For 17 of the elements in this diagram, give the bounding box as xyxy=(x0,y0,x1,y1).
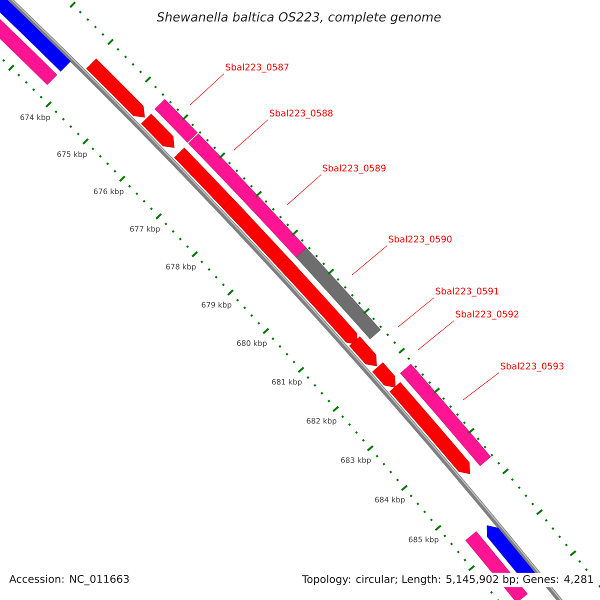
leader-line xyxy=(190,73,224,106)
gene-label: Sbal223_0593 xyxy=(500,362,564,372)
gene-label: Sbal223_0590 xyxy=(388,236,452,244)
gene-label: Sbal223_0592 xyxy=(456,310,518,320)
leader-line xyxy=(234,119,268,150)
title: Shewanella baltica OS223, complete genome xyxy=(156,12,441,24)
footer-text: Topology: circular; Length: 5,145,902 bp; Genes: 4,281 xyxy=(300,572,596,588)
gene-label: Sbal223_0588 xyxy=(270,110,333,118)
footer-text: Accession: NC_011663 xyxy=(9,574,129,586)
gene-label: Sbal223_0587 xyxy=(226,64,288,72)
leader-line xyxy=(398,297,434,328)
leader-line xyxy=(418,320,454,350)
leader-line xyxy=(286,174,322,206)
leader-line xyxy=(462,372,500,400)
gene-label: Sbal223_0589 xyxy=(322,164,386,174)
gene-label: Sbal223_0591 xyxy=(436,288,498,296)
leader-line xyxy=(352,245,388,276)
